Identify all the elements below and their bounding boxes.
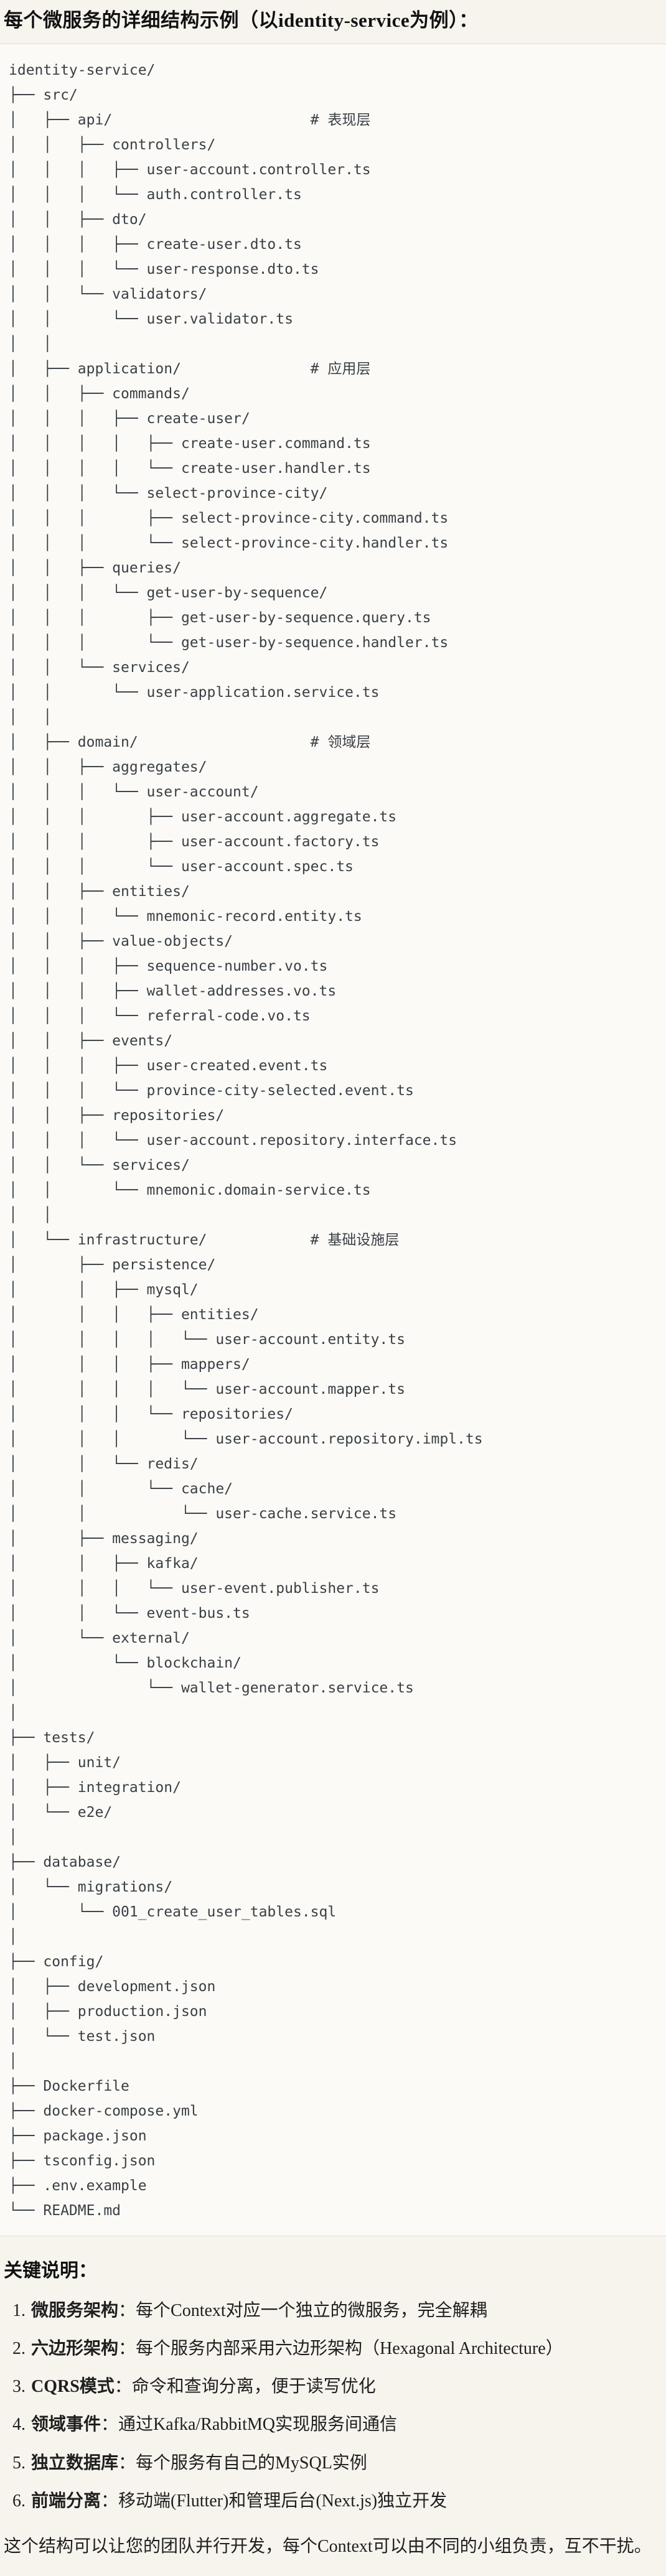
closing-paragraph: 这个结构可以让您的团队并行开发，每个Context可以由不同的小组负责，互不干扰… [4,2536,652,2556]
page-title: 每个微服务的详细结构示例（以identity-service为例）： [4,9,479,31]
note-label: 领域事件 [31,2415,101,2435]
note-label: 独立数据库 [31,2453,119,2473]
note-item-independent-db: 独立数据库：每个服务有自己的MySQL实例 [30,2451,660,2475]
note-label: CQRS模式 [31,2377,115,2397]
notes-section: 关键说明： 微服务架构：每个Context对应一个独立的微服务，完全解耦 六边形… [0,2255,666,2576]
file-tree-code-block: identity-service/ ├── src/ │ ├── api/ # … [0,43,666,2236]
note-item-cqrs: CQRS模式：命令和查询分离，便于读写优化 [30,2374,660,2399]
file-tree-text: identity-service/ ├── src/ │ ├── api/ # … [9,62,483,2219]
note-text: ：移动端(Flutter)和管理后台(Next.js)独立开发 [101,2491,448,2511]
note-label: 微服务架构 [31,2300,119,2320]
note-text: ：每个服务有自己的MySQL实例 [118,2453,367,2473]
note-item-microservice: 微服务架构：每个Context对应一个独立的微服务，完全解耦 [30,2298,660,2323]
note-item-frontend-separation: 前端分离：移动端(Flutter)和管理后台(Next.js)独立开发 [30,2489,660,2513]
note-item-domain-events: 领域事件：通过Kafka/RabbitMQ实现服务间通信 [30,2412,660,2437]
note-text: ：每个服务内部采用六边形架构（Hexagonal Architecture） [118,2339,563,2359]
note-text: ：命令和查询分离，便于读写优化 [114,2377,376,2397]
notes-heading: 关键说明： [4,2260,97,2281]
note-item-hexagonal: 六边形架构：每个服务内部采用六边形架构（Hexagonal Architectu… [30,2336,660,2361]
notes-list: 微服务架构：每个Context对应一个独立的微服务，完全解耦 六边形架构：每个服… [4,2298,660,2513]
note-label: 前端分离 [31,2491,101,2511]
note-text: ：每个Context对应一个独立的微服务，完全解耦 [118,2300,487,2320]
note-text: ：通过Kafka/RabbitMQ实现服务间通信 [101,2415,397,2435]
note-label: 六边形架构 [31,2339,119,2359]
